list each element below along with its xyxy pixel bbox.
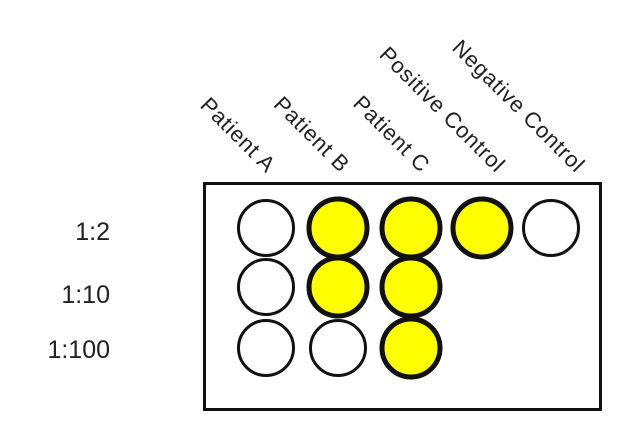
well-patient-a-1-2 xyxy=(237,199,295,257)
well-negative-control-1-2 xyxy=(522,199,580,257)
column-label-patient-a: Patient A xyxy=(195,92,281,178)
well-patient-c-1-100 xyxy=(379,316,443,380)
column-label-patient-b: Patient B xyxy=(268,91,355,178)
dilution-label-1-100: 1:100 xyxy=(47,336,110,364)
well-patient-b-1-10 xyxy=(306,255,370,319)
well-positive-control-1-2 xyxy=(450,196,514,260)
well-patient-c-1-2 xyxy=(379,196,443,260)
column-label-negative-control: Negative Control xyxy=(447,34,591,178)
well-patient-a-1-100 xyxy=(237,319,295,377)
well-patient-b-1-100 xyxy=(309,319,367,377)
dilution-label-1-10: 1:10 xyxy=(61,281,110,309)
well-patient-b-1-2 xyxy=(306,196,370,260)
well-patient-a-1-10 xyxy=(237,258,295,316)
well-patient-c-1-10 xyxy=(379,255,443,319)
dilution-label-1-2: 1:2 xyxy=(75,218,110,246)
